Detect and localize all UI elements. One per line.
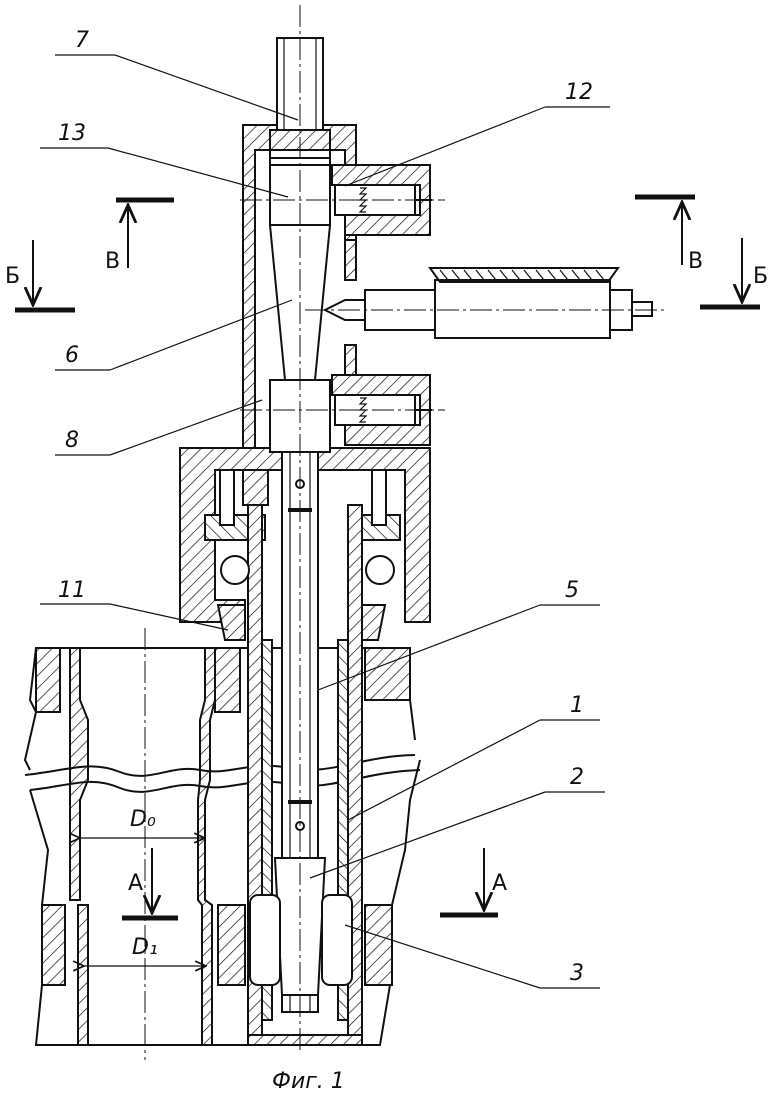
label-part-12: 12 xyxy=(565,80,593,105)
figure-caption: Фиг. 1 xyxy=(272,1069,345,1094)
section-label-v-left: В xyxy=(105,249,120,274)
label-part-3: 3 xyxy=(570,961,584,986)
section-label-a-right: А xyxy=(492,871,507,896)
label-part-1: 1 xyxy=(570,693,584,718)
label-part-8: 8 xyxy=(65,428,79,453)
label-part-13: 13 xyxy=(58,121,86,146)
label-part-7: 7 xyxy=(75,28,89,53)
label-part-11: 11 xyxy=(58,578,86,603)
section-label-b-left: Б xyxy=(5,264,20,289)
dimension-d1: D₁ xyxy=(132,935,158,960)
label-part-6: 6 xyxy=(65,343,79,368)
section-label-a-left: А xyxy=(128,871,143,896)
section-label-b-right: Б xyxy=(753,264,768,289)
section-label-v-right: В xyxy=(688,249,703,274)
label-part-2: 2 xyxy=(570,765,584,790)
indicator-gauge xyxy=(325,268,652,338)
label-part-5: 5 xyxy=(565,578,579,603)
dimension-d0: D₀ xyxy=(130,807,156,832)
